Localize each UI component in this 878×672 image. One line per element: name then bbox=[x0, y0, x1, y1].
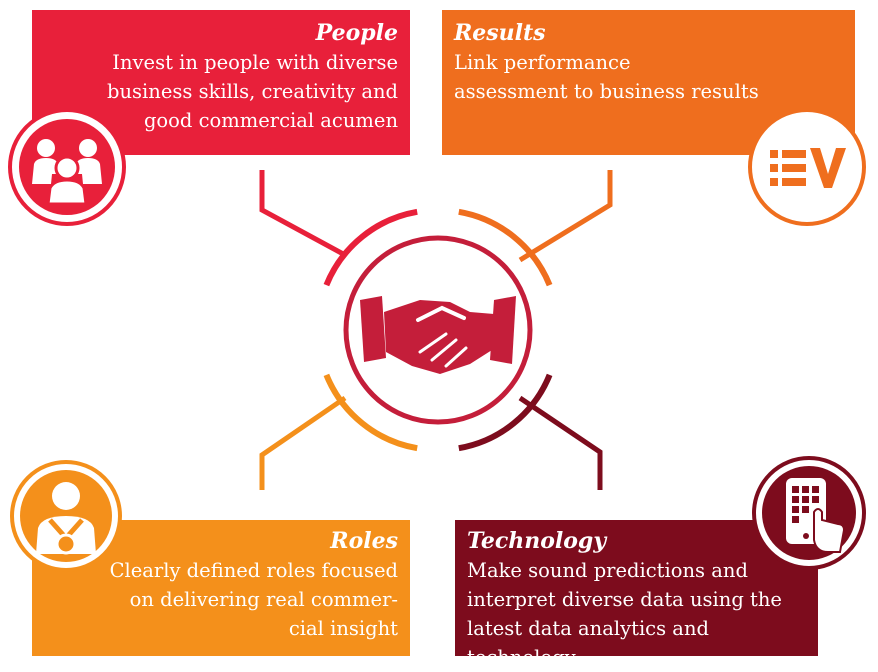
ring-arc-people bbox=[323, 208, 418, 287]
roles-badge bbox=[10, 460, 122, 572]
handshake-icon bbox=[360, 296, 516, 374]
people-title: People bbox=[315, 20, 398, 46]
ring-arc-roles bbox=[323, 373, 418, 452]
people-line-2: business skills, creativity and bbox=[107, 80, 398, 103]
roles-title: Roles bbox=[330, 528, 398, 554]
technology-line-2: interpret diverse data using the bbox=[467, 588, 782, 611]
ring-arc-technology bbox=[458, 373, 553, 452]
technology-title: Technology bbox=[467, 528, 607, 554]
medal-person-icon bbox=[20, 470, 112, 562]
people-group-icon bbox=[19, 119, 115, 215]
results-line-1: Link performance bbox=[454, 51, 631, 74]
connector-people bbox=[259, 170, 347, 258]
people-line-1: Invest in people with diverse bbox=[112, 51, 398, 74]
roles-line-3: cial insight bbox=[288, 617, 398, 640]
connector-results bbox=[518, 170, 613, 263]
roles-line-2: on delivering real commer- bbox=[129, 588, 398, 611]
technology-badge bbox=[752, 456, 866, 570]
connector-roles bbox=[259, 395, 347, 490]
people-badge bbox=[8, 108, 126, 226]
technology-line-1: Make sound predictions and bbox=[467, 559, 748, 582]
people-line-3: good commercial acumen bbox=[143, 109, 398, 132]
results-badge bbox=[748, 108, 866, 226]
roles-line-1: Clearly defined roles focused bbox=[109, 559, 398, 582]
quadrant-roles: Roles Clearly defined roles focused on d… bbox=[32, 520, 410, 656]
central-hub-diagram bbox=[259, 170, 613, 490]
results-title: Results bbox=[454, 20, 546, 46]
quadrant-results: Results Link performance assessment to b… bbox=[442, 10, 855, 155]
quadrant-technology: Technology Make sound predictions and in… bbox=[455, 520, 818, 669]
ring-arc-results bbox=[458, 208, 553, 287]
results-line-2: assessment to business results bbox=[454, 80, 759, 103]
technology-line-3: latest data analytics and technology bbox=[467, 617, 709, 669]
tablet-touch-icon bbox=[762, 466, 856, 560]
results-checklist-icon bbox=[770, 148, 846, 188]
connector-technology bbox=[518, 395, 603, 490]
quadrant-people: People Invest in people with diverse bus… bbox=[32, 10, 410, 155]
